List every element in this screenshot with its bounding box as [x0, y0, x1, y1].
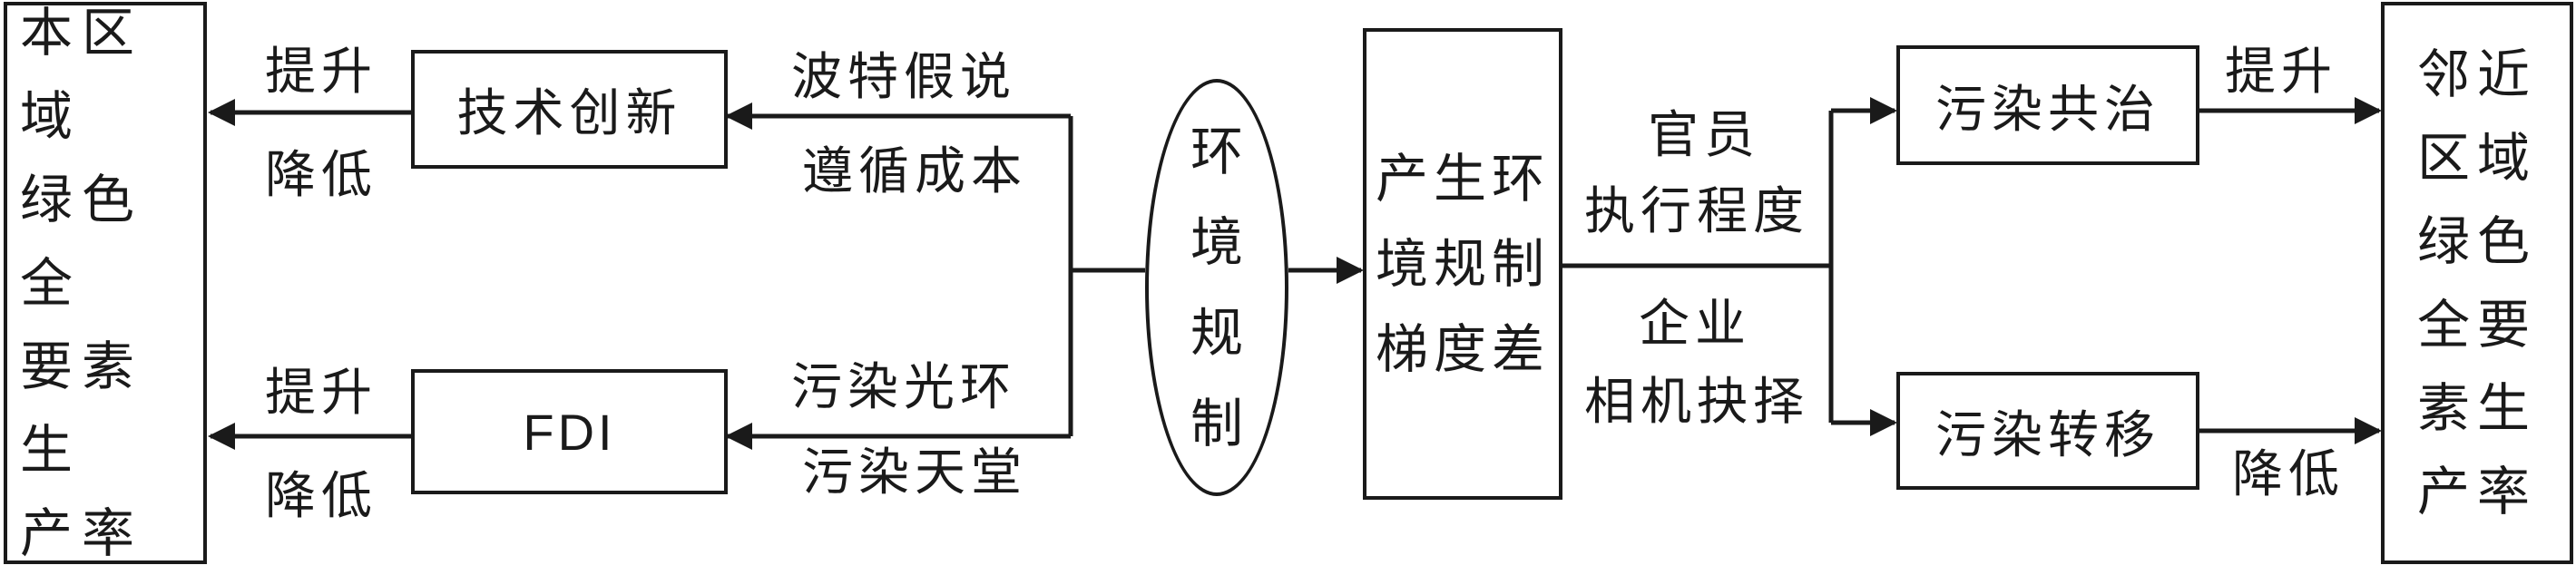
effect-down-right: 降低: [2232, 445, 2345, 504]
env-reg-char-2: 境: [1190, 211, 1243, 273]
effect-down-top-left: 降低: [265, 146, 377, 205]
local-line-3: 要素生: [20, 336, 144, 481]
transfer-label: 污染转移: [1935, 405, 2160, 465]
pollution-transfer-box: 污染转移: [1896, 372, 2199, 490]
enterprise-label: 企业: [1639, 295, 1751, 354]
porter-hypothesis: 波特假说: [791, 48, 1016, 107]
fdi-box: FDI: [411, 369, 728, 494]
neighbor-line-4: 全要: [2416, 294, 2537, 356]
neighbor-line-2: 区域: [2416, 127, 2537, 189]
effect-up-top-left: 提升: [265, 43, 377, 102]
neighbor-line-3: 绿色: [2416, 210, 2537, 272]
local-line-4: 产率: [20, 502, 144, 564]
local-line-1: 本区域: [20, 2, 144, 147]
effect-up-bottom-left: 提升: [265, 364, 377, 423]
official-label: 官员: [1648, 106, 1760, 165]
enforcement-degree-label: 执行程度: [1584, 182, 1809, 241]
pollution-haven: 污染天堂: [802, 443, 1027, 502]
gradient-line-1: 产生环: [1375, 148, 1550, 210]
compliance-cost: 遵循成本: [802, 142, 1027, 201]
neighbor-line-5: 素生: [2416, 377, 2537, 439]
neighbor-line-6: 产率: [2416, 461, 2537, 522]
neighbor-gtfp-box: 邻近 区域 绿色 全要 素生 产率: [2381, 2, 2573, 564]
regulation-gradient-box: 产生环 境规制 梯度差: [1363, 28, 1562, 500]
environmental-regulation-ellipse: 环 境 规 制: [1145, 79, 1288, 496]
effect-down-bottom-left: 降低: [265, 467, 377, 526]
pollution-halo: 污染光环: [791, 358, 1016, 417]
fdi-label: FDI: [523, 403, 616, 461]
gradient-line-3: 梯度差: [1375, 318, 1550, 380]
effect-up-right: 提升: [2225, 43, 2337, 102]
env-reg-char-3: 规: [1190, 302, 1243, 364]
local-line-2: 绿色全: [20, 169, 144, 314]
env-reg-char-4: 制: [1190, 393, 1243, 454]
tech-innovation-box: 技术创新: [411, 50, 728, 169]
discretion-label: 相机抉择: [1584, 373, 1809, 432]
pollution-cogovernance-box: 污染共治: [1896, 45, 2199, 165]
gradient-line-2: 境规制: [1375, 233, 1550, 295]
env-reg-char-1: 环: [1190, 121, 1243, 182]
neighbor-line-1: 邻近: [2416, 44, 2537, 105]
tech-innovation-label: 技术创新: [456, 84, 682, 143]
cogovernance-label: 污染共治: [1935, 80, 2160, 140]
local-gtfp-box: 本区域 绿色全 要素生 产率: [4, 2, 207, 564]
